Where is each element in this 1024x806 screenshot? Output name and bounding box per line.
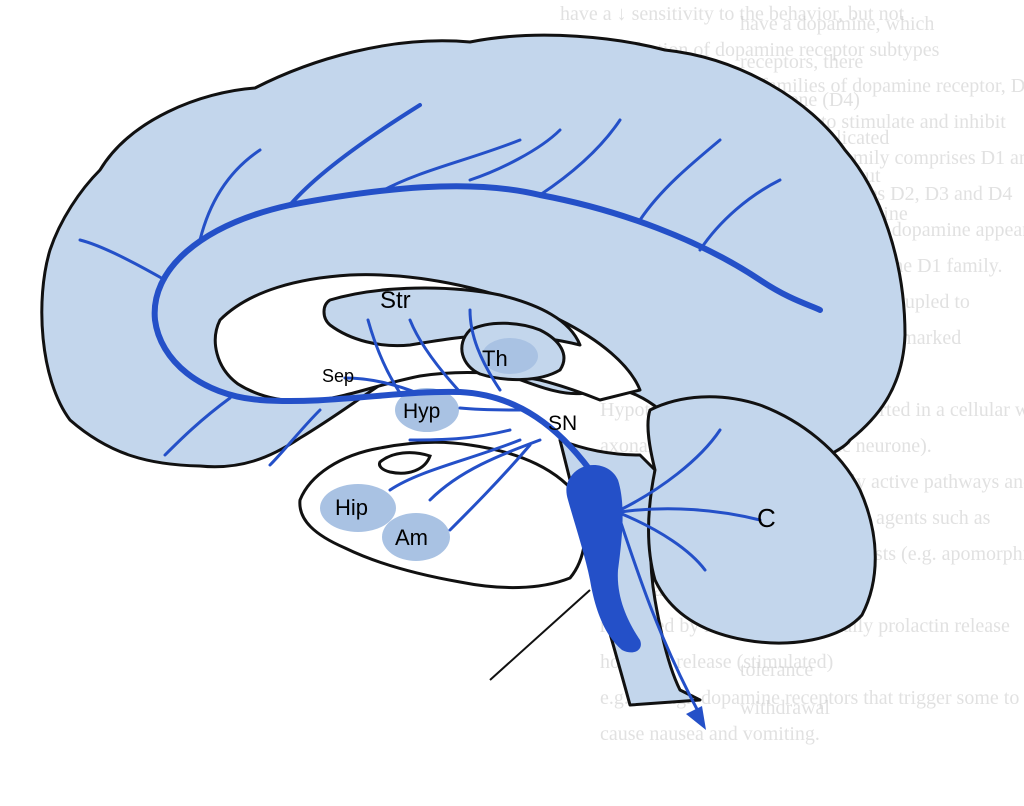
pathway-frontal-branch-3 (468, 128, 562, 182)
pathway-striatal (408, 318, 462, 394)
substantia-nigra-mass (566, 464, 641, 653)
pathway-frontal-branch-6 (698, 178, 782, 252)
pathway-septal (343, 376, 422, 396)
pathway-descending (618, 518, 702, 717)
pathway-frontal-branch-2 (378, 138, 522, 194)
pathway-ul-branch-2 (78, 238, 167, 282)
pathway-limbic-2 (448, 443, 532, 532)
background-text-line: e.g. through dopamine receptors that tri… (600, 687, 1019, 709)
pathway-main-loop (151, 183, 823, 473)
hypothalamus-nucleus (395, 388, 459, 432)
label-striatum: Str (380, 287, 411, 314)
background-text-line: have a ↓ sensitivity to the behavior, bu… (560, 3, 905, 25)
cerebrum-outline (40, 33, 907, 474)
background-text-line: withdrawal (740, 697, 830, 719)
background-text-line: tolerance (740, 659, 813, 681)
label-thalamus: Th (482, 346, 508, 371)
pathway-cerebellar (618, 428, 722, 512)
pathway-limbic-4 (408, 428, 512, 442)
hippocampus-nucleus (320, 484, 396, 532)
pathway-ul-branch (198, 148, 262, 242)
label-hypothalamus: Hyp (403, 400, 440, 423)
background-text-line: cause nausea and vomiting. (600, 723, 820, 745)
background-text-line: receptors, there (740, 51, 863, 73)
label-hippocampus: Hip (335, 495, 368, 520)
pathway-cerebellar-2 (618, 507, 762, 522)
label-amygdala: Am (395, 525, 428, 550)
cerebellum-outline (646, 395, 877, 645)
amygdala-nucleus (382, 513, 450, 561)
pathway-frontal-branch-5 (638, 138, 722, 222)
pathway-ll-branch-2 (268, 408, 322, 467)
pathway-arrowhead (686, 706, 706, 730)
label-substantia-nigra: SN (548, 412, 577, 435)
label-cerebellum: C (757, 503, 776, 533)
pathway-limbic-3 (388, 438, 522, 492)
pathway-cerebellar-3 (620, 512, 707, 572)
dopamine-pathways (78, 103, 823, 717)
thalamus-nucleus (482, 338, 538, 374)
pathway-limbic (428, 438, 542, 502)
pointer-line (489, 589, 591, 681)
label-septum: Sep (322, 366, 354, 386)
pathway-striatal-2 (468, 308, 502, 392)
hypothalamus-notch (378, 451, 432, 475)
pathway-frontal-branch (288, 103, 422, 207)
background-text-line: have a dopamine, which (740, 13, 934, 35)
pathway-hypothalamic (458, 406, 522, 412)
pathway-ll-branch (163, 396, 232, 457)
pathway-frontal-branch-4 (538, 118, 622, 197)
